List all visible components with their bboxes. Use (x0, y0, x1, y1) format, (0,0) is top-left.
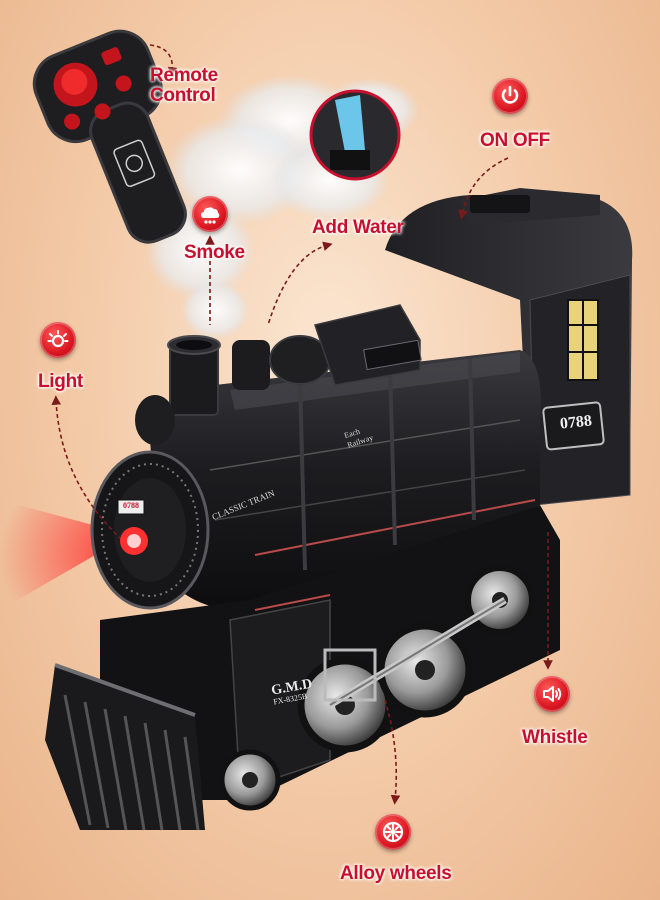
smoke-label: Smoke (184, 242, 245, 263)
callout-arrows (51, 44, 553, 805)
power-icon (492, 78, 528, 114)
boiler-fittings (167, 304, 422, 416)
wheel-set (219, 565, 535, 811)
alloy-wheels-label: Alloy wheels (340, 863, 452, 884)
whistle-label: Whistle (522, 727, 588, 748)
remote-control (32, 29, 187, 244)
light-icon (40, 322, 76, 358)
add-water-label: Add Water (312, 217, 404, 238)
wheel-icon (375, 814, 411, 850)
train-boiler (150, 350, 541, 610)
front-number-plate: 0788 (123, 501, 139, 510)
add-water-inset (309, 89, 401, 181)
speaker-icon (534, 676, 570, 712)
remote-control-label: Remote Control (150, 65, 218, 106)
on-off-label: ON OFF (480, 130, 550, 151)
smoke-icon (192, 196, 228, 232)
chassis (45, 505, 560, 831)
smokebox-front (90, 395, 210, 610)
light-label: Light (38, 371, 83, 392)
train-cab (385, 188, 633, 506)
